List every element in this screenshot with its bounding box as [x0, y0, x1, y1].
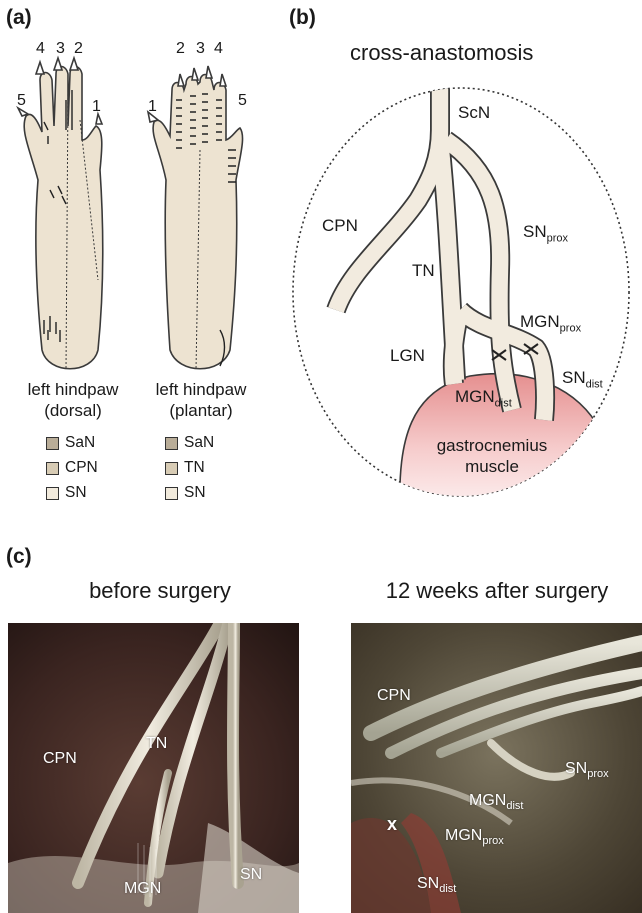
dorsal-caption-line1: left hindpaw: [27, 380, 119, 399]
label-lgn: LGN: [390, 346, 425, 365]
legend-swatch: [46, 461, 59, 475]
photo-after-surgery: CPN SNprox MGNdist x MGNprox SNdist: [351, 623, 642, 913]
photo-before-surgery: CPN TN MGN SN: [8, 623, 299, 913]
dorsal-legend-cpn: CPN: [46, 459, 98, 477]
after-label-mgn-prox: MGNprox: [445, 827, 504, 848]
plantar-legend-sn: SN: [165, 484, 206, 502]
legend-label: SN: [65, 484, 87, 501]
legend-swatch: [165, 436, 178, 450]
dorsal-digit-5: 5: [17, 92, 26, 109]
dotted-outline: [292, 87, 630, 497]
plantar-digit-1: 1: [148, 98, 157, 115]
dorsal-paw: [16, 55, 104, 371]
label-scn: ScN: [458, 103, 491, 122]
after-label-sn-dist: SNdist: [417, 875, 457, 896]
plantar-digit-5: 5: [238, 92, 247, 109]
plantar-caption-line2: (plantar): [169, 401, 233, 420]
legend-label: CPN: [65, 459, 98, 476]
dorsal-digit-4: 4: [36, 40, 45, 57]
legend-swatch: [165, 486, 178, 500]
legend-label: SN: [184, 484, 206, 501]
panel-b-title: cross-anastomosis: [350, 40, 534, 65]
legend-label: SaN: [65, 434, 96, 451]
before-label-sn: SN: [240, 866, 263, 883]
before-surgery-title: before surgery: [89, 578, 231, 603]
label-sn-prox: SNprox: [523, 222, 569, 245]
label-muscle-line2: muscle: [465, 457, 519, 476]
plantar-digit-3: 3: [196, 40, 205, 57]
legend-swatch: [46, 486, 59, 500]
before-label-mgn: MGN: [124, 880, 162, 897]
plantar-paw: [146, 65, 244, 371]
dorsal-digit-1: 1: [92, 98, 101, 115]
plantar-legend-tn: TN: [165, 459, 205, 477]
label-cpn: CPN: [322, 216, 358, 235]
before-label-cpn: CPN: [43, 750, 77, 767]
after-label-cpn: CPN: [377, 687, 411, 704]
after-surgery-title: 12 weeks after surgery: [385, 578, 609, 603]
label-sn-dist: SNdist: [562, 368, 603, 391]
suture-marks: [491, 343, 539, 361]
after-label-x-mark: x: [387, 814, 398, 834]
plantar-digit-4: 4: [214, 40, 223, 57]
label-tn: TN: [412, 261, 435, 280]
legend-swatch: [165, 461, 178, 475]
after-label-sn-prox: SNprox: [565, 760, 609, 781]
label-mgn-dist: MGNdist: [455, 387, 512, 410]
cross-anastomosis-diagram: [292, 87, 630, 497]
panel-c-letter: (c): [6, 545, 32, 568]
hindpaw-drawings: [16, 55, 244, 371]
dorsal-legend-sn: SN: [46, 484, 87, 502]
before-label-tn: TN: [146, 735, 168, 752]
plantar-digit-2: 2: [176, 40, 185, 57]
plantar-legend-san: SaN: [165, 434, 214, 452]
panel-b-letter: (b): [289, 6, 316, 29]
plantar-caption-line1: left hindpaw: [155, 380, 247, 399]
dorsal-digit-2: 2: [74, 40, 83, 57]
dorsal-caption-line2: (dorsal): [44, 401, 102, 420]
legend-label: SaN: [184, 434, 215, 451]
legend-swatch: [46, 436, 59, 450]
label-mgn-prox: MGNprox: [520, 312, 582, 335]
after-label-mgn-dist: MGNdist: [469, 792, 524, 813]
panel-a-letter: (a): [6, 6, 32, 29]
dorsal-legend-san: SaN: [46, 434, 95, 452]
legend-label: TN: [184, 459, 205, 476]
label-muscle-line1: gastrocnemius: [436, 436, 548, 455]
dorsal-digit-3: 3: [56, 40, 65, 57]
